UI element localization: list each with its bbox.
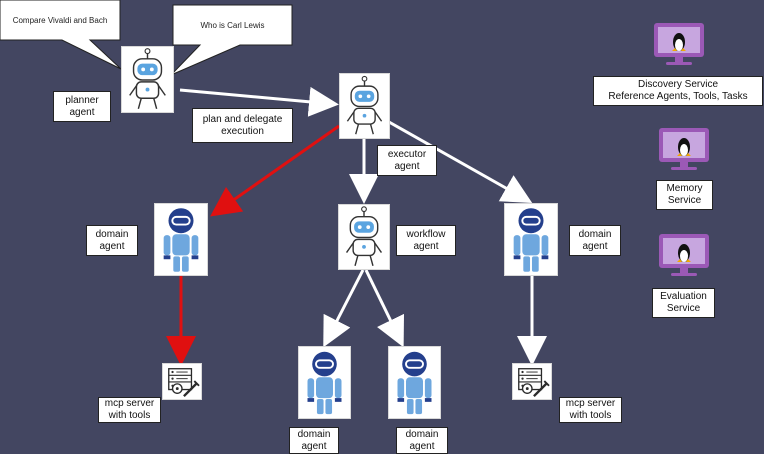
workflow-agent-label: workflow agent [396,225,456,256]
workflow-to-domain-bottom-left-arrow [323,269,365,348]
robot-icon [129,48,166,110]
planner-robot-node[interactable] [121,46,174,113]
domain-agent-right-label: domain agent [569,225,621,256]
domain-agent-left-label: domain agent [86,225,138,256]
mcp-server-right-label: mcp server with tools [559,397,622,423]
workflow-to-domain-bottom-right-arrow [364,269,404,348]
domain-agent-right-node[interactable] [504,203,558,276]
executor-to-domain-right-arrow [388,120,533,203]
discovery-service-label: Discovery Service Reference Agents, Tool… [593,76,763,106]
robot-icon [346,75,383,135]
executor-robot-node[interactable] [339,73,390,139]
domain-agent-bottom-left-label: domain agent [289,427,339,454]
mcp-server-left-label: mcp server with tools [98,397,161,423]
domain-agent-bottom-right-label: domain agent [396,427,448,454]
executor-to-domain-left-arrow [210,124,340,217]
prompt-text-first: Compare Vivaldi and Bach [12,16,108,25]
mcp-server-left-node[interactable] [162,363,202,400]
discovery-service-linux-monitor-icon [654,23,704,65]
workflow-robot-node[interactable] [338,204,390,270]
humanoid-robot-icon [513,208,549,272]
plan-delegate-edge-label: plan and delegate execution [192,108,293,143]
planner-agent-label: planner agent [53,91,111,122]
server-tools-icon [168,368,200,397]
prompt-callout-second [170,4,293,76]
robot-icon [345,206,383,266]
domain-agent-bottom-right-node[interactable] [388,346,441,419]
humanoid-robot-icon [163,208,199,272]
mcp-server-right-node[interactable] [512,363,552,400]
evaluation-service-linux-monitor-icon [659,234,709,276]
domain-agent-left-node[interactable] [154,203,208,276]
executor-agent-label: executor agent [377,145,437,176]
prompt-text-second: Who is Carl Lewis [200,21,265,30]
domain-agent-bottom-left-node[interactable] [298,346,351,419]
humanoid-robot-icon [307,351,342,415]
memory-service-label: Memory Service [656,180,713,210]
humanoid-robot-icon [397,351,432,415]
server-tools-icon [518,368,550,397]
planner-to-executor-arrow [179,86,339,117]
evaluation-service-label: Evaluation Service [652,288,715,318]
memory-service-linux-monitor-icon [659,128,709,170]
prompt-callout-first [0,0,122,70]
